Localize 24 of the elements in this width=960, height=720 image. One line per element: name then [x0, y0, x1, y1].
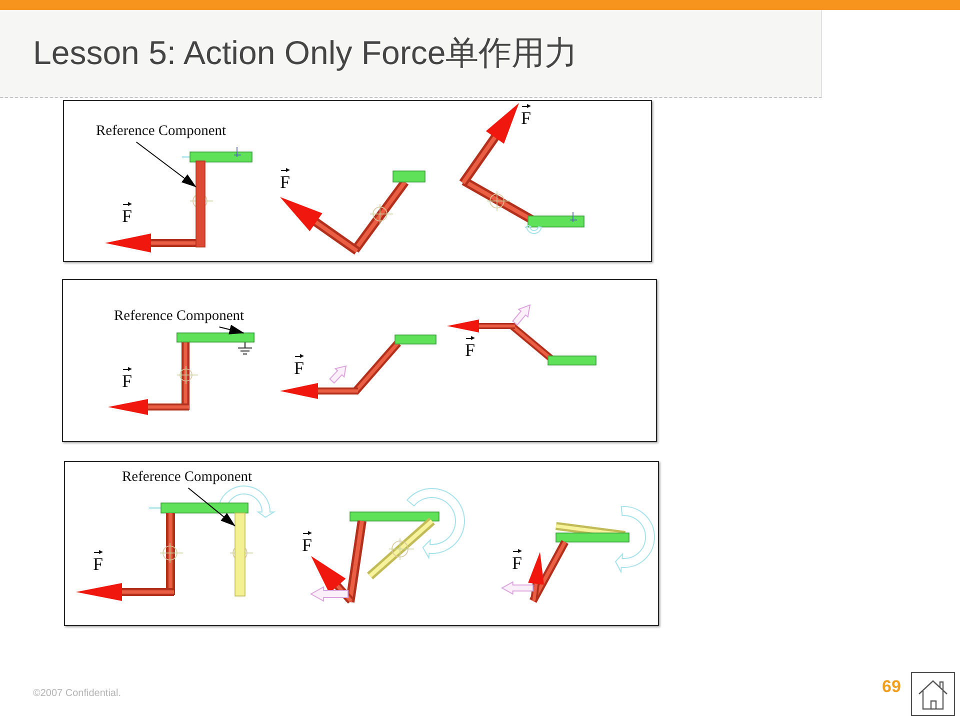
force-label: F — [294, 354, 304, 377]
callout-text: Reference Component — [114, 308, 244, 327]
callout-text: Reference Component — [96, 123, 226, 142]
figure-panel — [64, 461, 659, 626]
force-label: F — [122, 202, 132, 225]
leader-line — [136, 142, 196, 188]
leader-line — [188, 488, 236, 526]
force-label: F — [521, 104, 532, 127]
figure-panel — [62, 279, 657, 442]
force-label: F — [280, 168, 290, 191]
slide-title: Lesson 5: Action Only Force单作用力 — [33, 33, 578, 73]
leader-line — [218, 324, 244, 334]
page-number: 69 — [882, 677, 901, 697]
figure-panel — [63, 100, 652, 262]
force-label: F — [122, 367, 132, 390]
link-bar — [234, 512, 246, 596]
callout-text: Reference Component — [122, 469, 252, 488]
force-label: F — [512, 549, 522, 572]
force-label: F — [93, 550, 104, 573]
link-bar — [196, 160, 206, 248]
force-label: F — [465, 336, 476, 359]
ground-bar — [176, 332, 254, 342]
footer-text: ©2007 Confidential. — [33, 688, 121, 700]
force-label: F — [302, 531, 312, 554]
